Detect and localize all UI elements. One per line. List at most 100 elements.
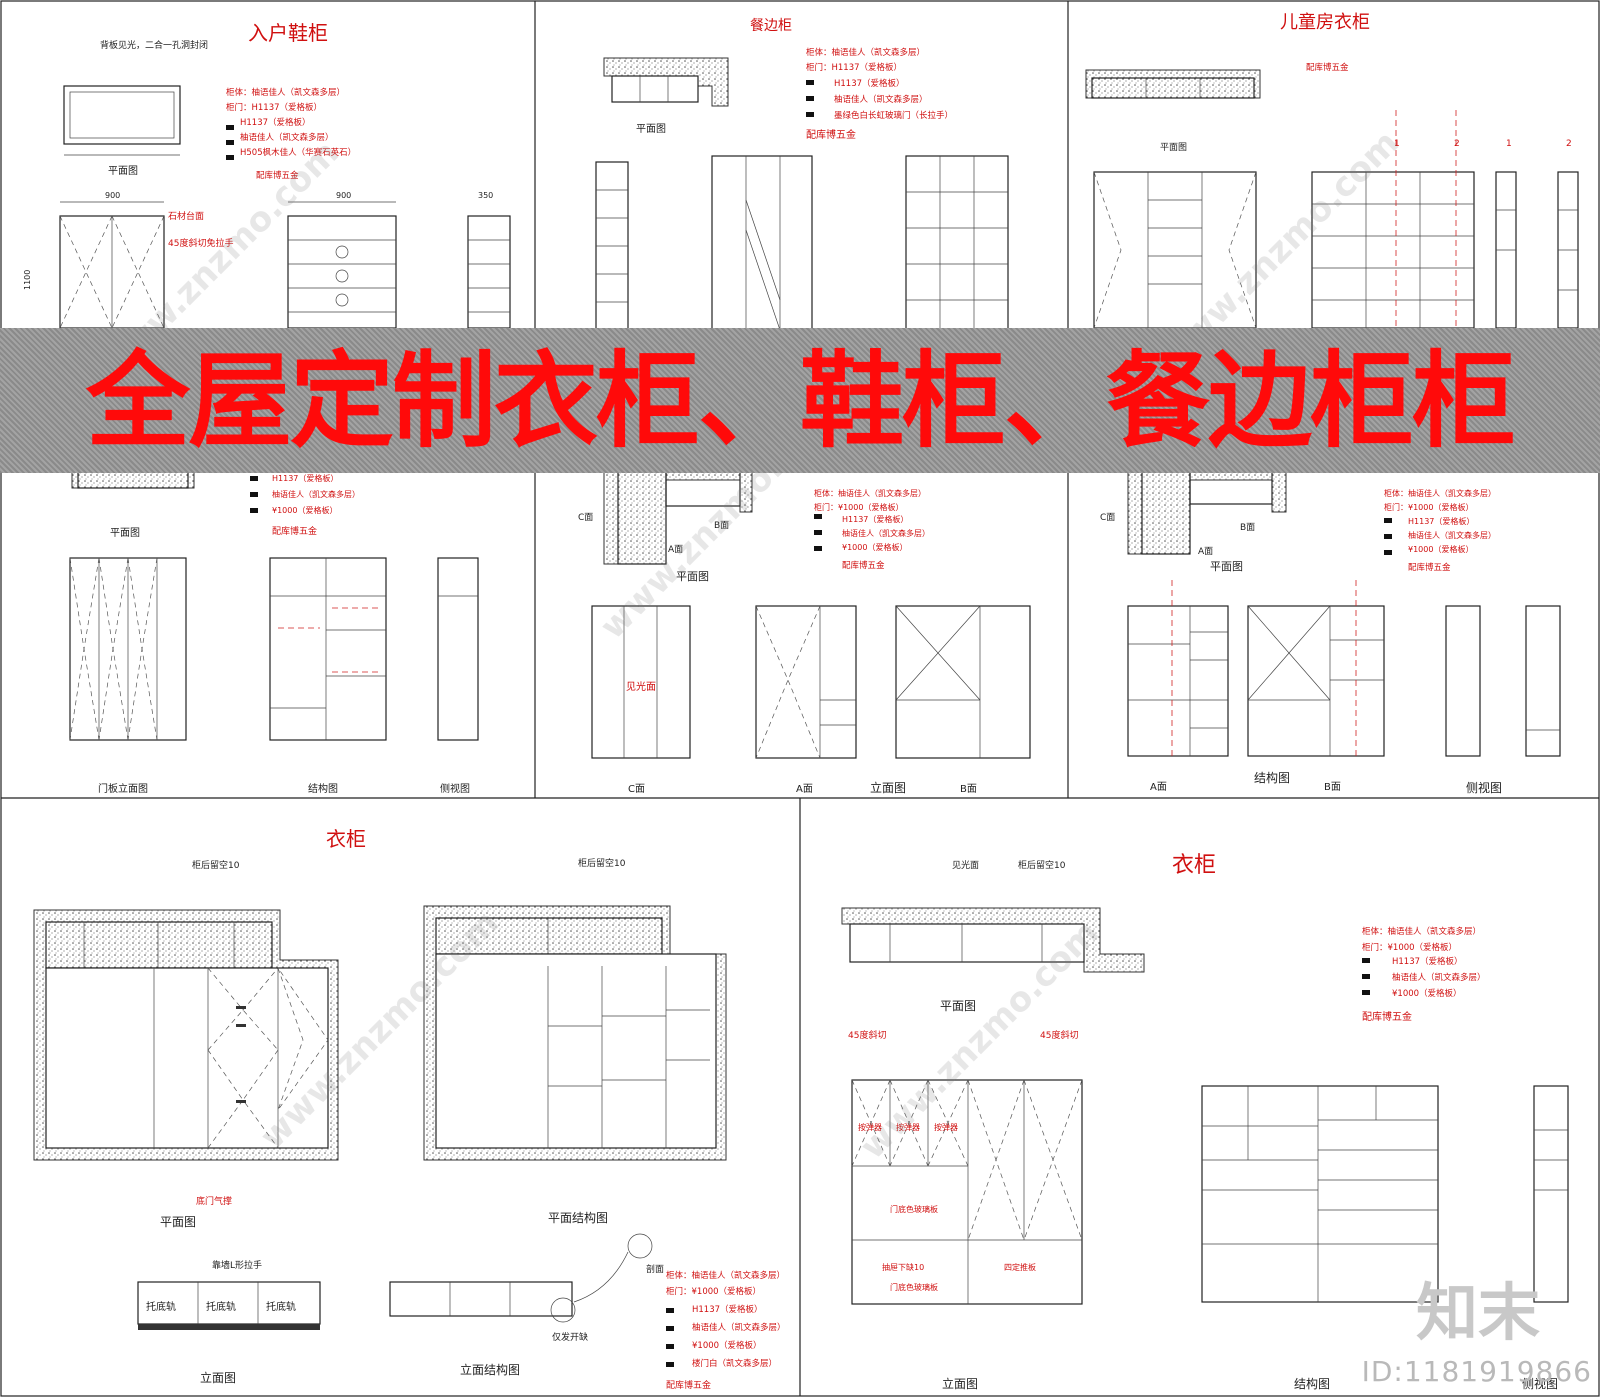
svg-text:900: 900 <box>105 191 120 200</box>
svg-text:配库博五金: 配库博五金 <box>666 1379 711 1391</box>
shoe-stone-note: 石材台面 <box>168 210 204 222</box>
buffet-grid <box>905 155 1009 331</box>
shoe-spec-1: 柜体：柚语佳人（凯文森多层） <box>226 87 345 98</box>
svg-text:45度斜切: 45度斜切 <box>1040 1029 1078 1041</box>
br-plan-label: 平面图 <box>940 999 976 1013</box>
buffet-spec-2: 柜门：H1137（爱格板） <box>806 62 902 73</box>
bl-struct-label: 平面结构图 <box>548 1210 608 1225</box>
svg-text:C面: C面 <box>1100 512 1115 523</box>
br-structure <box>1201 1085 1439 1303</box>
svg-text:按弹器: 按弹器 <box>934 1122 958 1132</box>
wm-b-face <box>895 605 1031 759</box>
br-plan-rect <box>849 923 1085 963</box>
svg-text:A面: A面 <box>796 784 813 795</box>
wm-c-face <box>591 605 691 759</box>
bottom-left-panel: 衣柜 柜后留空10 柜后留空10 平面图 底门气撑 <box>33 827 786 1391</box>
svg-text:剖面: 剖面 <box>646 1263 664 1275</box>
svg-text:¥1000（爱格板）: ¥1000（爱格板） <box>842 542 907 552</box>
wl-label-1: 门板立面图 <box>98 782 148 795</box>
wr-side-label: 侧视图 <box>1466 780 1502 795</box>
svg-text:柚语佳人（凯文森多层）: 柚语佳人（凯文森多层） <box>272 489 360 499</box>
shoe-spec-4: 柚语佳人（凯文森多层） <box>240 132 334 143</box>
brand-logo: 知末 <box>1415 1276 1540 1349</box>
shoe-title: 入户鞋柜 <box>248 21 328 45</box>
br-side-label: 侧视图 <box>1522 1376 1558 1391</box>
kids-specs: 配库博五金 <box>1306 62 1349 73</box>
bl-title: 衣柜 <box>326 827 366 851</box>
wr-struct-label: 结构图 <box>1254 770 1290 785</box>
svg-text:托底轨: 托底轨 <box>146 1300 176 1313</box>
buffet-spec-3: H1137（爱格板） <box>834 78 905 89</box>
svg-text:柚语佳人（凯文森多层）: 柚语佳人（凯文森多层） <box>1392 972 1486 983</box>
buffet-plan-label: 平面图 <box>636 123 666 135</box>
svg-text:A面: A面 <box>1150 782 1167 793</box>
svg-text:900: 900 <box>336 191 351 200</box>
wl-side <box>437 557 479 741</box>
svg-text:B面: B面 <box>960 784 977 795</box>
shoe-note-top: 背板见光，二合一孔洞封闭 <box>100 39 208 51</box>
svg-text:柜后留空10: 柜后留空10 <box>1018 859 1066 871</box>
wl-label-3: 侧视图 <box>440 782 470 795</box>
svg-text:柜门：¥1000（爱格板）: 柜门：¥1000（爱格板） <box>1362 942 1457 953</box>
svg-text:C面: C面 <box>628 784 645 795</box>
shoe-spec-2: 柜门：H1137（爱格板） <box>226 102 322 113</box>
svg-text:托底轨: 托底轨 <box>206 1300 236 1313</box>
buffet-plan-wall <box>603 57 729 107</box>
kids-structure <box>1311 171 1475 329</box>
shoe-cabinet-panel: 入户鞋柜 背板见光，二合一孔洞封闭 平面图 900 石材台面 45度斜切免拉手 … <box>23 21 511 329</box>
svg-text:柚语佳人（凯文森多层）: 柚语佳人（凯文森多层） <box>1408 530 1496 540</box>
shoe-spec-6: 配库博五金 <box>256 170 299 181</box>
svg-text:抽屉下缺10: 抽屉下缺10 <box>882 1262 924 1272</box>
svg-text:按弹器: 按弹器 <box>896 1122 920 1132</box>
svg-text:柜门：¥1000（爱格板）: 柜门：¥1000（爱格板） <box>814 502 903 512</box>
title-banner: 全屋定制衣柜、鞋柜、餐边柜柜 <box>0 328 1600 473</box>
svg-text:仅发开缺: 仅发开缺 <box>552 1331 588 1343</box>
wr-a-face <box>1127 605 1229 757</box>
bl-elev-label: 立面图 <box>200 1370 236 1385</box>
shoe-plan-label: 平面图 <box>108 165 138 177</box>
svg-text:柜体：柚语佳人（凯文森多层）: 柜体：柚语佳人（凯文森多层） <box>666 1270 785 1281</box>
wl-structure <box>269 557 387 741</box>
svg-text:H1137（爱格板）: H1137（爱格板） <box>272 473 338 483</box>
svg-text:柜后留空10: 柜后留空10 <box>192 859 240 871</box>
svg-text:H1137（爱格板）: H1137（爱格板） <box>842 514 908 524</box>
wr-plan-label: 平面图 <box>1210 560 1243 573</box>
svg-text:托底轨: 托底轨 <box>266 1300 296 1313</box>
br-side <box>1533 1085 1569 1303</box>
svg-text:柜体：柚语佳人（凯文森多层）: 柜体：柚语佳人（凯文森多层） <box>814 488 926 498</box>
svg-text:柜体：柚语佳人（凯文森多层）: 柜体：柚语佳人（凯文森多层） <box>1362 926 1481 937</box>
svg-text:配库博五金: 配库博五金 <box>272 525 317 537</box>
wl-plan-label: 平面图 <box>110 527 140 539</box>
svg-text:靠墙L形拉手: 靠墙L形拉手 <box>212 1259 262 1271</box>
svg-text:柜后留空10: 柜后留空10 <box>578 857 626 869</box>
svg-text:底门气撑: 底门气撑 <box>196 1195 232 1207</box>
shoe-spec-5: H505枫木佳人（华赛石英石） <box>240 147 356 158</box>
svg-text:B面: B面 <box>1324 782 1341 793</box>
svg-text:2: 2 <box>1454 139 1460 149</box>
svg-text:350: 350 <box>478 191 493 200</box>
br-elev <box>851 1079 1083 1305</box>
svg-text:45度斜切: 45度斜切 <box>848 1029 886 1041</box>
shoe-plan-rect <box>63 85 181 145</box>
bl-elev-struct <box>389 1281 573 1317</box>
svg-text:柜体：柚语佳人（凯文森多层）: 柜体：柚语佳人（凯文森多层） <box>1384 488 1496 498</box>
svg-text:H1137（爱格板）: H1137（爱格板） <box>1408 516 1474 526</box>
svg-text:¥1000（爱格板）: ¥1000（爱格板） <box>1408 544 1473 554</box>
svg-text:见光面: 见光面 <box>952 859 979 871</box>
svg-text:柚语佳人（凯文森多层）: 柚语佳人（凯文森多层） <box>842 528 930 538</box>
wm-plan-label: 平面图 <box>676 570 709 583</box>
svg-text:H1137（爱格板）: H1137（爱格板） <box>692 1304 763 1315</box>
kids-wardrobe-panel: 儿童房衣柜 平面图 1 2 1 2 配库博五金 <box>1085 12 1579 330</box>
bl-plan-label: 平面图 <box>160 1215 196 1229</box>
drawing-id: ID:1181919866 <box>1361 1355 1592 1388</box>
buffet-spec-4: 柚语佳人（凯文森多层） <box>834 94 928 105</box>
br-elev-label: 立面图 <box>942 1376 978 1391</box>
svg-text:配库博五金: 配库博五金 <box>842 560 885 571</box>
svg-text:B面: B面 <box>1240 522 1255 533</box>
kids-plan-rect <box>1091 77 1255 99</box>
kids-elev-doors <box>1093 171 1257 329</box>
svg-text:按弹器: 按弹器 <box>858 1122 882 1132</box>
